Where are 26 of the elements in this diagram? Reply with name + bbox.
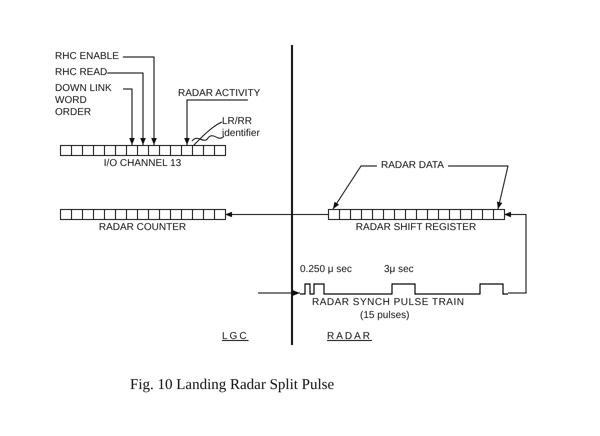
signal-label: RADAR ACTIVITY: [178, 88, 260, 100]
arrow: [448, 166, 509, 210]
pulse-width-label: 0.250 μ sec: [300, 264, 352, 276]
signal-label: RADAR DATA: [381, 160, 444, 172]
signal-label: RHC ENABLE: [55, 51, 119, 63]
leader-line: [194, 122, 222, 146]
arrow: [332, 166, 378, 210]
figure-caption: Fig. 10 Landing Radar Split Pulse: [130, 377, 334, 394]
signal-label: RHC READ: [55, 67, 108, 79]
arrow: [224, 212, 328, 218]
arrow: [504, 212, 526, 294]
pulse-width-label: 3μ sec: [384, 264, 414, 276]
register-label: I/O CHANNEL 13: [102, 158, 182, 170]
register-label: RADAR SHIFT REGISTER: [354, 222, 478, 234]
arrow: [106, 72, 146, 146]
pulse-count-label: (15 pulses): [360, 310, 410, 322]
arrow: [258, 290, 300, 296]
pulse-train-label: RADAR SYNCH PULSE TRAIN: [312, 297, 464, 309]
register-label: RADAR COUNTER: [98, 222, 188, 234]
arrow: [184, 100, 248, 146]
signal-label: DOWN LINK WORD ORDER: [55, 83, 119, 119]
signal-label: LR/RR identifier: [222, 116, 270, 140]
section-label: LGC: [222, 331, 249, 343]
arrow: [122, 56, 157, 146]
section-label: RADAR: [327, 331, 372, 343]
arrow: [122, 88, 135, 146]
